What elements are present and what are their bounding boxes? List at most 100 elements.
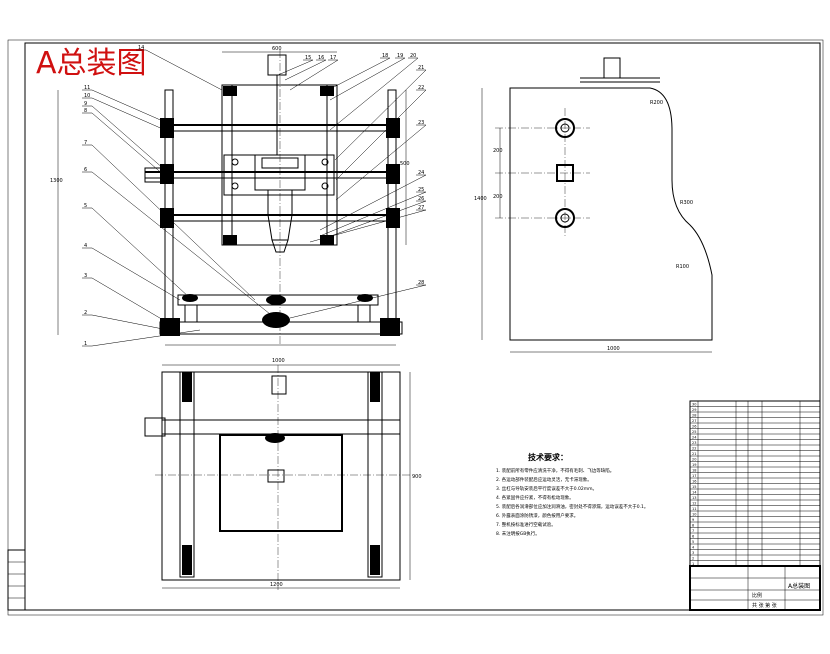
leader-label-20: 20 [410,53,416,59]
table-support-right [357,304,371,323]
parts-row-number: 6 [692,535,694,539]
side-dim-height-label: 1400 [474,196,487,202]
outer-border [7,39,824,616]
top-table [219,434,343,532]
leader-label-21: 21 [418,65,424,71]
clamp-right [357,294,373,302]
leader-line-21 [334,69,427,161]
leader-label-8: 8 [84,108,87,114]
carriage-bot-block-l [223,235,237,245]
note-line-8: 8. 未注明按GB执行。 [496,530,540,537]
leader-line-28 [289,284,427,319]
leader-line-1 [91,329,201,347]
table-support-left [184,304,198,323]
top-outer [161,371,401,581]
parts-row-number: 20 [692,458,696,462]
leader-line-6 [91,171,276,319]
top-handwheel [144,417,166,437]
top-rail-band [161,419,401,435]
leader-line-27 [309,209,427,243]
parts-row-number: 25 [692,430,696,434]
bolt-3 [231,182,239,190]
parts-row-number: 3 [692,551,694,555]
leader-label-25: 25 [418,187,424,193]
leader-label-27: 27 [418,205,424,211]
leader-label-4: 4 [84,243,87,249]
leader-label-7: 7 [84,140,87,146]
leader-label-22: 22 [418,85,424,91]
parts-row-number: 21 [692,452,696,456]
parts-row-number: 29 [692,408,696,412]
title-block-name: A总装图 [788,582,810,590]
leader-line-16 [284,59,327,81]
side-profile [509,87,713,341]
leader-label-19: 19 [397,53,403,59]
parts-list: 3029282726252423222120191817161514131211… [689,400,821,567]
leader-label-15: 15 [305,55,311,61]
leader-line-18 [327,57,391,91]
side-radius-bottom: R100 [676,264,689,270]
carriage-bot-block-r [320,235,334,245]
side-radius-top: R200 [650,100,663,106]
leader-line-23 [335,124,427,201]
leader-line-17 [289,59,339,91]
parts-row-number: 7 [692,529,694,533]
parts-row-number: 11 [692,507,696,511]
title-block-sheet: 共 张 第 张 [752,602,777,609]
parts-row-number: 19 [692,463,696,467]
bearing-right-upper [386,118,400,138]
leader-line-22 [335,89,427,181]
leader-line-11 [91,89,166,123]
title-block-frame [689,565,821,611]
leader-line-20 [329,57,419,131]
leader-line-9 [91,105,166,171]
parts-row-number: 2 [692,557,694,561]
leader-line-25 [319,191,427,237]
leader-label-28: 28 [418,280,424,286]
tool-tip [271,239,289,253]
parts-row-number: 12 [692,502,696,506]
parts-row-number: 5 [692,540,694,544]
foot-left [160,318,180,336]
title-block-scale: 比例 [752,592,762,599]
leader-label-3: 3 [84,273,87,279]
leader-label-10: 10 [84,93,90,99]
parts-row-number: 26 [692,425,696,429]
leader-line-14 [145,49,223,91]
leader-line-24 [319,174,427,231]
top-motor [271,375,287,395]
top-dim-height-label: 900 [412,474,422,480]
bolt-2 [321,158,329,166]
side-dim-pitch-upper: 200 [493,148,503,154]
leader-line-5 [91,207,191,299]
workpiece [262,312,290,328]
inner-border [24,42,821,611]
side-radius-mid: R300 [680,200,693,206]
parts-list-rows: 3029282726252423222120191817161514131211… [690,403,820,566]
leader-label-5: 5 [84,203,87,209]
leader-label-23: 23 [418,120,424,126]
top-col-right-blk2 [370,545,380,575]
note-line-3: 3. 丝杠与导轨安装后平行度误差不大于0.02mm。 [496,485,597,492]
parts-row-number: 28 [692,414,696,418]
work-table [177,294,379,306]
leader-label-6: 6 [84,167,87,173]
leader-label-16: 16 [318,55,324,61]
dim-front-height-label: 1300 [50,178,63,184]
side-dim-width-label: 1000 [607,346,620,352]
side-dim-pitch-lower: 200 [493,194,503,200]
leader-label-24: 24 [418,170,424,176]
parts-row-number: 23 [692,441,696,445]
leader-line-7 [91,144,256,301]
parts-row-number: 14 [692,491,697,495]
leader-line-2 [91,314,169,331]
parts-row-number: 16 [692,480,696,484]
leader-label-11: 11 [84,85,90,91]
notes-title: 技术要求： [528,452,568,462]
bearing-left-mid [160,164,174,184]
revision-strip-frame [7,549,26,611]
foot-right [380,318,400,336]
parts-row-number: 27 [692,419,696,423]
top-spindle [267,469,285,483]
